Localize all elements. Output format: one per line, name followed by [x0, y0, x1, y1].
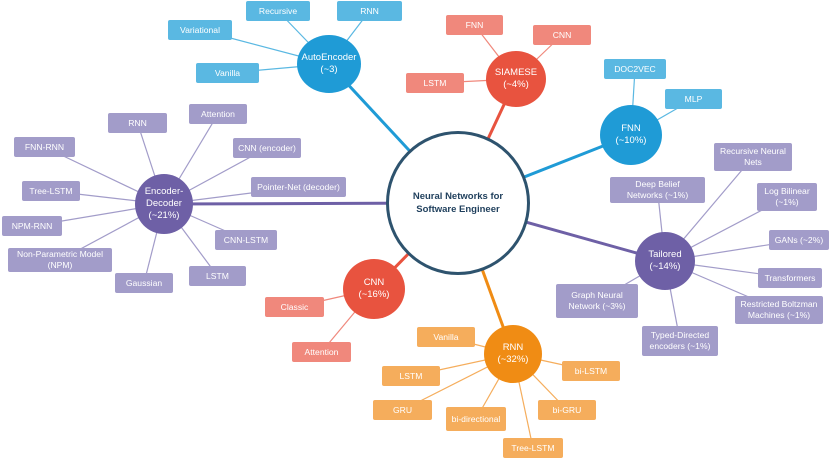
- hub-tailored: Tailored (~14%): [635, 232, 695, 290]
- leaf-siamese-fnn: FNN: [446, 15, 503, 35]
- leaf-siamese-lstm: LSTM: [406, 73, 464, 93]
- leaf-autoencoder-recursive: Recursive: [246, 1, 310, 21]
- hub-encoder-decoder: Encoder- Decoder (~21%): [135, 174, 193, 234]
- leaf-siamese-cnn: CNN: [533, 25, 591, 45]
- leaf-autoencoder-variational: Variational: [168, 20, 232, 40]
- hub-cnn: CNN (~16%): [343, 259, 405, 319]
- leaf-fnn-doc2vec: DOC2VEC: [604, 59, 666, 79]
- leaf-rnn-lstm: LSTM: [382, 366, 440, 386]
- leaf-tailored-recursive-neural-nets: Recursive Neural Nets: [714, 143, 792, 171]
- leaf-rnn-bi-gru: bi-GRU: [538, 400, 596, 420]
- leaf-cnn-attention: Attention: [292, 342, 351, 362]
- hub-fnn: FNN (~10%): [600, 105, 662, 165]
- leaf-encoder-decoder-npm-rnn: NPM-RNN: [2, 216, 62, 236]
- leaf-autoencoder-vanilla: Vanilla: [196, 63, 259, 83]
- leaf-tailored-graph-neural-network: Graph Neural Network (~3%): [556, 284, 638, 318]
- hub-siamese: SIAMESE (~4%): [486, 51, 546, 107]
- leaf-encoder-decoder-rnn: RNN: [108, 113, 167, 133]
- leaf-encoder-decoder-non-parametric-model: Non-Parametric Model (NPM): [8, 248, 112, 272]
- hub-rnn: RNN (~32%): [484, 325, 542, 383]
- leaf-rnn-bi-lstm: bi-LSTM: [562, 361, 620, 381]
- leaf-encoder-decoder-attention: Attention: [189, 104, 247, 124]
- leaf-tailored-transformers: Transformers: [758, 268, 822, 288]
- leaf-rnn-bi-directional: bi-directional: [446, 407, 506, 431]
- leaf-cnn-classic: Classic: [265, 297, 324, 317]
- leaf-encoder-decoder-gaussian: Gaussian: [115, 273, 173, 293]
- leaf-tailored-log-bilinear: Log Bilinear (~1%): [757, 183, 817, 211]
- leaf-rnn-vanilla: Vanilla: [417, 327, 475, 347]
- leaf-tailored-gans: GANs (~2%): [769, 230, 829, 250]
- leaf-encoder-decoder-fnn-rnn: FNN-RNN: [14, 137, 75, 157]
- center-node: Neural Networks for Software Engineer: [386, 131, 530, 275]
- leaf-autoencoder-rnn: RNN: [337, 1, 402, 21]
- leaf-encoder-decoder-lstm: LSTM: [189, 266, 246, 286]
- leaf-fnn-mlp: MLP: [665, 89, 722, 109]
- leaf-encoder-decoder-cnn-lstm: CNN-LSTM: [215, 230, 277, 250]
- leaf-rnn-gru: GRU: [373, 400, 432, 420]
- leaf-encoder-decoder-pointer-net-decoder: Pointer-Net (decoder): [251, 177, 346, 197]
- leaf-tailored-typed-directed-encoders: Typed-Directed encoders (~1%): [642, 326, 718, 356]
- hub-autoencoder: AutoEncoder (~3): [297, 35, 361, 93]
- leaf-encoder-decoder-tree-lstm: Tree-LSTM: [22, 181, 80, 201]
- leaf-tailored-deep-belief-networks: Deep Belief Networks (~1%): [610, 177, 705, 203]
- leaf-encoder-decoder-cnn-encoder: CNN (encoder): [233, 138, 301, 158]
- leaf-rnn-tree-lstm: Tree-LSTM: [503, 438, 563, 458]
- leaf-tailored-restricted-boltzman-machines: Restricted Boltzman Machines (~1%): [735, 296, 823, 324]
